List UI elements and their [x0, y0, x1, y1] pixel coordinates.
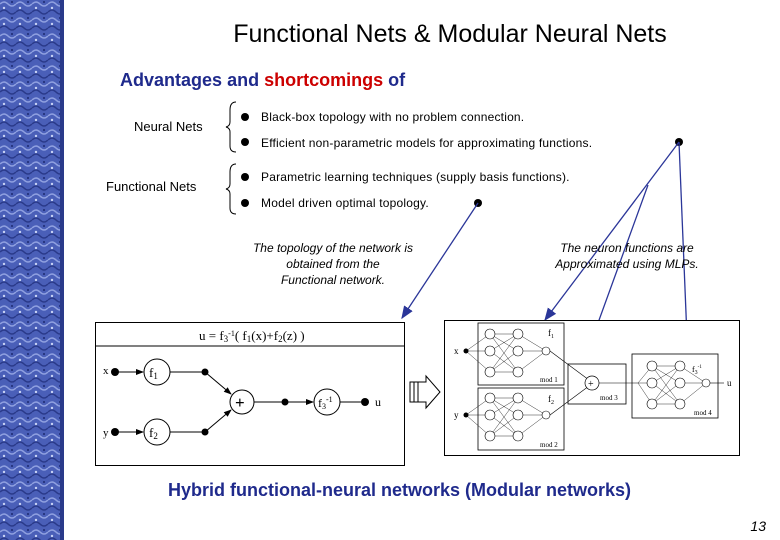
row-label-functional-nets: Functional Nets: [106, 179, 197, 194]
decorative-border: [0, 0, 64, 540]
slide-title: Functional Nets & Modular Neural Nets: [233, 20, 667, 48]
arrow-model-to-topology: [401, 202, 479, 320]
brace-functional: [225, 163, 237, 215]
page-number: 13: [750, 518, 766, 534]
arrow-efficient-to-neurons: [544, 141, 680, 322]
brace-neural: [225, 101, 237, 153]
svg-text:+: +: [588, 379, 594, 390]
equation: u = f3-1( f1(x)+f2(z) ): [199, 328, 305, 344]
mod-3-name: mod 3: [600, 394, 618, 402]
right-input-y: y: [454, 410, 459, 420]
bullet-dot: [241, 173, 249, 181]
module-1: [477, 322, 565, 386]
svg-text:f1: f1: [149, 365, 158, 381]
output-node: [361, 398, 369, 406]
mod-1-name: mod 1: [540, 376, 558, 384]
subtitle-of: of: [388, 70, 406, 90]
subtitle-and: and: [227, 70, 260, 90]
bullet-parametric: Parametric learning techniques (supply b…: [261, 170, 570, 184]
output-u-label: u: [375, 395, 381, 409]
mod-2-name: mod 2: [540, 441, 558, 449]
subtitle-advantages: Advantages: [120, 70, 223, 90]
bullet-dot: [241, 199, 249, 207]
right-input-x: x: [454, 346, 459, 356]
subtitle-shortcomings: shortcomings: [264, 70, 384, 90]
svg-text:f2: f2: [149, 425, 158, 441]
bullet-efficient: Efficient non-parametric models for appr…: [261, 136, 593, 150]
modular-network-diagram: x y f1 mod 1 f2 mod 2 + mod 3: [444, 320, 740, 456]
slide-subtitle: Advantages and shortcomings of: [120, 70, 405, 91]
module-3: [567, 363, 627, 405]
svg-text:+: +: [235, 393, 245, 412]
module-2-label: f2: [548, 394, 554, 406]
module-2: [477, 387, 565, 451]
note-topology: The topology of the network is obtained …: [252, 241, 414, 287]
right-output-u: u: [727, 378, 732, 388]
bullet-black-box: Black-box topology with no problem conne…: [261, 110, 525, 124]
input-x-label: x: [103, 365, 109, 377]
module-4: [631, 353, 719, 419]
row-label-neural-nets: Neural Nets: [134, 119, 203, 134]
mod-4-name: mod 4: [694, 409, 712, 417]
bullet-model-driven: Model driven optimal topology.: [261, 196, 429, 210]
note-neuron-functions: The neuron functions are Approximated us…: [555, 241, 699, 271]
module-4-label: f3-1: [692, 365, 702, 376]
figure-caption: Hybrid functional-neural networks (Modul…: [168, 480, 632, 500]
functional-network-diagram: u = f3-1( f1(x)+f2(z) ) x y f1 f2 + f3-1…: [95, 322, 405, 466]
input-y-label: y: [103, 427, 109, 439]
transition-arrow: [409, 374, 441, 410]
bullet-dot: [241, 113, 249, 121]
module-1-label: f1: [548, 328, 554, 340]
bullet-dot: [241, 138, 249, 146]
